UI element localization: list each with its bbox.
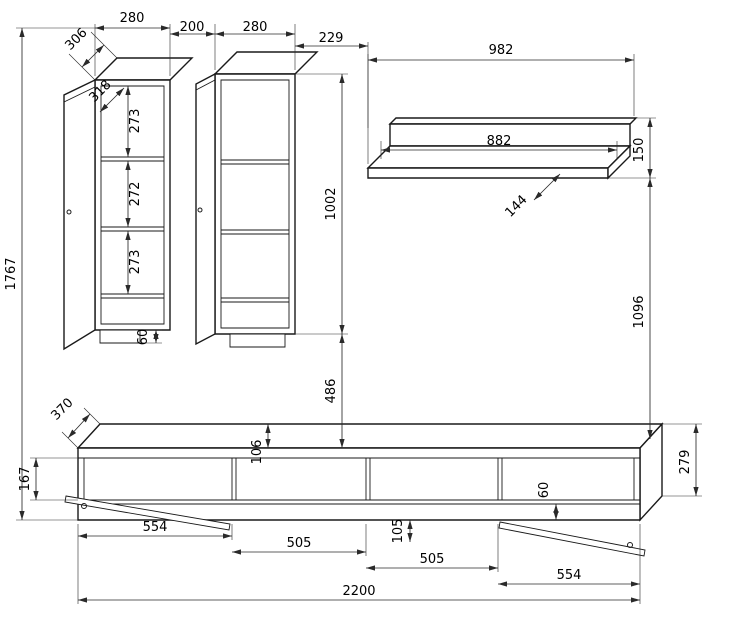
cabinet-right-base	[229, 333, 286, 348]
cabinet-right-front	[214, 73, 296, 335]
dim-shelf-width: 982	[489, 43, 514, 58]
wall-shelf-board-side	[607, 144, 631, 180]
dim-stand-flap-height: 105	[391, 519, 406, 544]
dim-stand-side-height: 279	[678, 450, 693, 475]
dim-cab2-height: 1002	[324, 187, 339, 220]
tv-stand-left-knob	[81, 503, 87, 509]
dim-gap-between: 200	[180, 20, 205, 35]
dim-stand-section-4: 554	[557, 568, 582, 583]
dim-cab1-compartment-3: 273	[128, 250, 143, 275]
dim-shelf-inner-width: 882	[487, 134, 512, 149]
dim-stand-section-1: 554	[143, 520, 168, 535]
cabinet-left-door-panel	[63, 78, 96, 351]
wall-shelf-back-top	[388, 117, 638, 125]
tv-stand	[76, 422, 664, 522]
cabinet-left-door	[63, 78, 96, 351]
dim-cab1-compartment-1: 273	[128, 109, 143, 134]
cabinet-left-shelves	[101, 156, 164, 299]
cabinet-right-interior	[220, 79, 290, 329]
dim-cab2-gap-below: 486	[324, 379, 339, 404]
cabinet-right-door-knob	[197, 207, 203, 213]
dim-stand-total-width: 2200	[342, 584, 375, 599]
dim-shelf-height: 150	[632, 138, 647, 163]
cabinet-right-door-panel	[195, 72, 216, 346]
tv-stand-partitions	[83, 458, 635, 500]
cabinet-right-shelves	[221, 159, 289, 303]
dim-gap-to-shelf: 229	[319, 31, 344, 46]
tv-stand-right-knob	[627, 542, 633, 548]
dim-stand-niche-height: 167	[18, 467, 33, 492]
cabinet-right	[213, 51, 319, 348]
cabinet-left-base	[99, 329, 141, 344]
dim-cab2-width: 280	[243, 20, 268, 35]
wall-shelf-board-front	[367, 167, 609, 179]
dim-total-height: 1767	[4, 257, 19, 290]
tv-stand-top-face	[76, 423, 664, 449]
dim-stand-section-3: 505	[420, 552, 445, 567]
wall-shelf-board-top	[366, 145, 632, 169]
tv-stand-flaps	[64, 495, 646, 557]
dim-stand-top-height: 106	[250, 440, 265, 465]
cabinet-right-door-edge	[195, 79, 216, 91]
cabinet-right-door	[195, 72, 216, 346]
dimension-lines	[19, 25, 699, 603]
dim-cab1-compartment-2: 272	[128, 182, 143, 207]
cabinet-left-door-knob	[66, 209, 72, 215]
cabinet-left	[93, 57, 194, 344]
tv-stand-right-flap	[498, 521, 646, 557]
cabinet-left-interior	[100, 85, 165, 325]
tv-stand-shelf-lines	[78, 499, 640, 505]
dim-cab1-width: 280	[120, 11, 145, 26]
dim-stand-rail-height: 60	[537, 482, 552, 499]
dim-shelf-to-stand: 1096	[632, 295, 647, 328]
dim-stand-section-2: 505	[287, 536, 312, 551]
cabinet-left-door-edge	[63, 86, 96, 103]
tv-stand-front	[77, 447, 641, 521]
dim-cab1-plinth: 60	[136, 329, 151, 346]
